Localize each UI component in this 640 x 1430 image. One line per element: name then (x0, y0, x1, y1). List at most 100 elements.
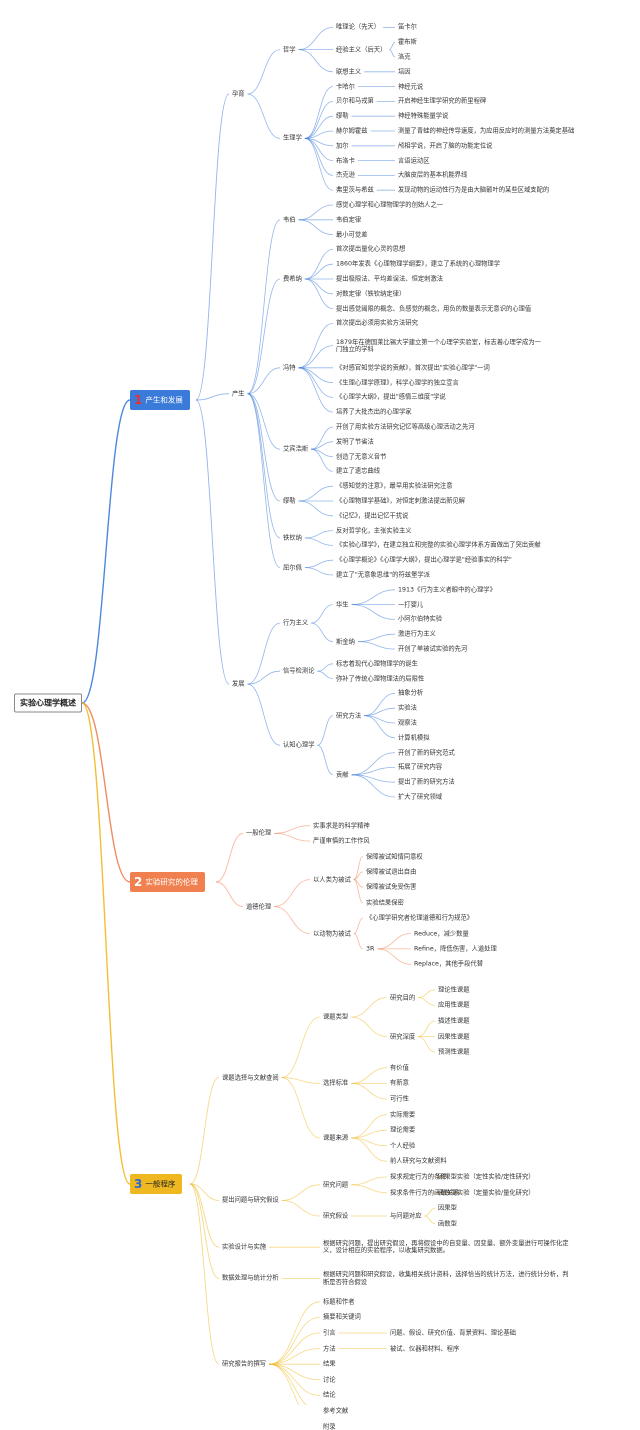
mindmap-node[interactable]: 大脑皮层的基本机能界线 (398, 171, 468, 179)
mindmap-node[interactable]: 保障被试知情同意权 (366, 852, 423, 860)
mindmap-node[interactable]: 保障被试免受伤害 (366, 883, 417, 891)
mindmap-node[interactable]: 神经元说 (398, 82, 424, 90)
mindmap-node[interactable]: 研究问题 (323, 1181, 349, 1189)
mindmap-node[interactable]: 生理学 (283, 134, 302, 142)
mindmap-node[interactable]: 拓展了研究内容 (398, 763, 443, 771)
mindmap-node[interactable]: 颅相学说，开启了脑的功能定位说 (398, 142, 493, 150)
mindmap-node[interactable]: Refine，降低伤害，人道处理 (414, 945, 497, 953)
mindmap-node[interactable]: 创造了无意义音节 (336, 452, 387, 460)
mindmap-node[interactable]: 《感知觉的注意》，最早用实验法研究注意 (336, 482, 453, 490)
mindmap-node[interactable]: 建立了"无意象思维"的符兹堡学派 (336, 571, 430, 579)
mindmap-node[interactable]: 建立了遗忘曲线 (336, 467, 381, 475)
mindmap-node[interactable]: 铁钦纳 (283, 534, 302, 542)
mindmap-node[interactable]: 加尔 (336, 142, 349, 150)
mindmap-node[interactable]: 开创了用实验方法研究记忆等高级心理活动之先河 (336, 423, 475, 431)
mindmap-node[interactable]: 行为主义 (283, 619, 309, 627)
mindmap-node[interactable]: 道德伦理 (246, 902, 272, 910)
mindmap-node[interactable]: 探求规定行为的条件 (390, 1173, 447, 1181)
mindmap-node[interactable]: 首次提出量化心灵的思想 (336, 245, 406, 253)
mindmap-node[interactable]: 开创了新的研究范式 (398, 748, 455, 756)
mindmap-node[interactable]: 缪勒 (283, 497, 296, 505)
mindmap-node[interactable]: 《生理心理学原理》，科学心理学的独立宣言 (336, 378, 459, 386)
mindmap-node[interactable]: 弗里茨与希兹 (336, 186, 374, 194)
mindmap-node[interactable]: 激进行为主义 (398, 630, 436, 638)
mindmap-node[interactable]: 霍布斯 (398, 38, 417, 46)
mindmap-node[interactable]: 孕育 (232, 90, 245, 98)
mindmap-node[interactable]: 课题选择与文献查阅 (222, 1073, 279, 1081)
mindmap-node[interactable]: 研究目的 (390, 993, 416, 1001)
mindmap-node[interactable]: 哲学 (283, 45, 296, 53)
mindmap-node[interactable]: 冯特 (283, 364, 296, 372)
mindmap-node[interactable]: 参考文献 (323, 1407, 349, 1415)
mindmap-node[interactable]: 因果型 (438, 1204, 457, 1212)
mindmap-node[interactable]: 斯金纳 (336, 637, 355, 645)
mindmap-node[interactable]: 杰克逊 (336, 171, 355, 179)
mindmap-node[interactable]: 提出感觉阈限的概念、负感觉的概念，用负的数量表示无意识的心理值 (336, 304, 532, 312)
mindmap-node[interactable]: 发明了节省法 (336, 438, 374, 446)
mindmap-node[interactable]: 研究报告的撰写 (222, 1360, 267, 1368)
mindmap-node[interactable]: Replace，其他手段代替 (414, 960, 483, 968)
mindmap-node[interactable]: 韦伯定律 (336, 216, 362, 224)
mindmap-node[interactable]: 探求条件行为的函数关系 (390, 1188, 460, 1196)
mindmap-node[interactable]: 函数型实验（定量实验/量化研究） (438, 1188, 535, 1196)
mindmap-node[interactable]: 1913《行为主义者眼中的心理学》 (398, 586, 496, 594)
mindmap-node[interactable]: 实验法 (398, 704, 417, 712)
mindmap-node[interactable]: 一般伦理 (246, 829, 272, 837)
mindmap-node[interactable]: 标志着现代心理物理学的诞生 (336, 660, 418, 668)
mindmap-node[interactable]: 提出问题与研究假设 (222, 1196, 279, 1204)
mindmap-node[interactable]: 信号检测论 (283, 667, 315, 675)
mindmap-node[interactable]: 数据处理与统计分析 (222, 1274, 279, 1282)
mindmap-node[interactable]: 艾宾浩斯 (283, 445, 309, 453)
mindmap-node[interactable]: 笛卡尔 (398, 23, 417, 31)
mindmap-node[interactable]: 小阿尔伯特实验 (398, 615, 443, 623)
mindmap-node[interactable]: 实验结果保密 (366, 899, 404, 907)
mindmap-node[interactable]: 提出了新的研究方法 (398, 778, 455, 786)
mindmap-node[interactable]: 《记忆》，提出记忆干扰说 (336, 512, 409, 520)
mindmap-node[interactable]: 附录 (323, 1422, 336, 1430)
mindmap-node[interactable]: 方法 (323, 1344, 336, 1352)
mindmap-node[interactable]: 因果型实验（定性实验/定性研究） (438, 1173, 535, 1181)
mindmap-node[interactable]: 屈尔佩 (283, 563, 302, 571)
mindmap-node[interactable]: 赫尔姆霍兹 (336, 127, 368, 135)
mindmap-node[interactable]: 计算机模拟 (398, 734, 430, 742)
mindmap-node[interactable]: 根据研究问题和研究假设，收集相关统计资料，选择恰当的统计方法，进行统计分析，判断… (323, 1271, 569, 1286)
mindmap-node[interactable]: 课题来源 (323, 1134, 349, 1142)
mindmap-node[interactable]: 提出极限法、平均差误法、恒定刺激法 (336, 275, 444, 283)
mindmap-node[interactable]: 摘要和关键词 (323, 1313, 361, 1321)
mindmap-node[interactable]: 《实验心理学》，在建立独立和完整的实验心理学体系方面做出了突出贡献 (336, 541, 541, 549)
mindmap-node[interactable]: 《心理学大纲》，提出"感情三维度"学说 (336, 393, 446, 401)
mindmap-node[interactable]: 神经特殊能量学说 (398, 112, 449, 120)
mindmap-node[interactable]: 弥补了传统心理物理法的局限性 (336, 674, 425, 682)
mindmap-node[interactable]: 缪勒 (336, 112, 349, 120)
mindmap-node[interactable]: 前人研究与文献资料 (390, 1157, 447, 1165)
mindmap-node[interactable]: 发现动物的运动性行为是由大脑额叶的某些区域支配的 (398, 186, 550, 194)
mindmap-node[interactable]: 反对哲学化，主张实验主义 (336, 526, 412, 534)
mindmap-node[interactable]: 被试、仪器和材料、程序 (390, 1344, 460, 1352)
mindmap-node[interactable]: 个人经验 (390, 1142, 416, 1150)
mindmap-node[interactable]: 《心理学概论》《心理学大纲》，提出心理学是"经验事实的科学" (336, 556, 512, 564)
mindmap-node[interactable]: 实际需要 (390, 1110, 416, 1118)
mindmap-node[interactable]: 课题类型 (323, 1013, 349, 1021)
mindmap-node[interactable]: 以动物为被试 (313, 929, 351, 937)
mindmap-node[interactable]: 描述性课题 (438, 1017, 470, 1025)
mindmap-node[interactable]: 开启神经生理学研究的新里程碑 (398, 97, 487, 105)
mindmap-node[interactable]: 因果性课题 (438, 1032, 470, 1040)
mindmap-node[interactable]: 经验主义（后天） (336, 45, 387, 53)
mindmap-node[interactable]: 可行性 (390, 1095, 409, 1103)
mindmap-node[interactable]: 感觉心理学和心理物理学的创始人之一 (336, 201, 444, 209)
mindmap-node[interactable]: 函数型 (438, 1220, 457, 1228)
mindmap-node[interactable]: 观察法 (398, 719, 417, 727)
mindmap-node[interactable]: 洛克 (398, 53, 411, 61)
mindmap-node[interactable]: 预测性课题 (438, 1048, 470, 1056)
mindmap-node[interactable]: 华生 (336, 600, 349, 608)
mindmap-node[interactable]: 韦伯 (283, 216, 296, 224)
mindmap-node[interactable]: 《心理学研究者伦理道德和行为规范》 (366, 914, 474, 922)
mindmap-node[interactable]: 问题、假设、研究价值、背景资料、理论基础 (390, 1329, 516, 1337)
mindmap-node[interactable]: 研究方法 (336, 711, 362, 719)
mindmap-node[interactable]: 抽象分析 (398, 689, 424, 697)
mindmap-node[interactable]: 标题和作者 (323, 1298, 355, 1306)
mindmap-node[interactable]: 有价值 (390, 1064, 409, 1072)
mindmap-node[interactable]: 严谨审慎的工作作风 (313, 837, 370, 845)
mindmap-node[interactable]: 理论性课题 (438, 986, 470, 994)
